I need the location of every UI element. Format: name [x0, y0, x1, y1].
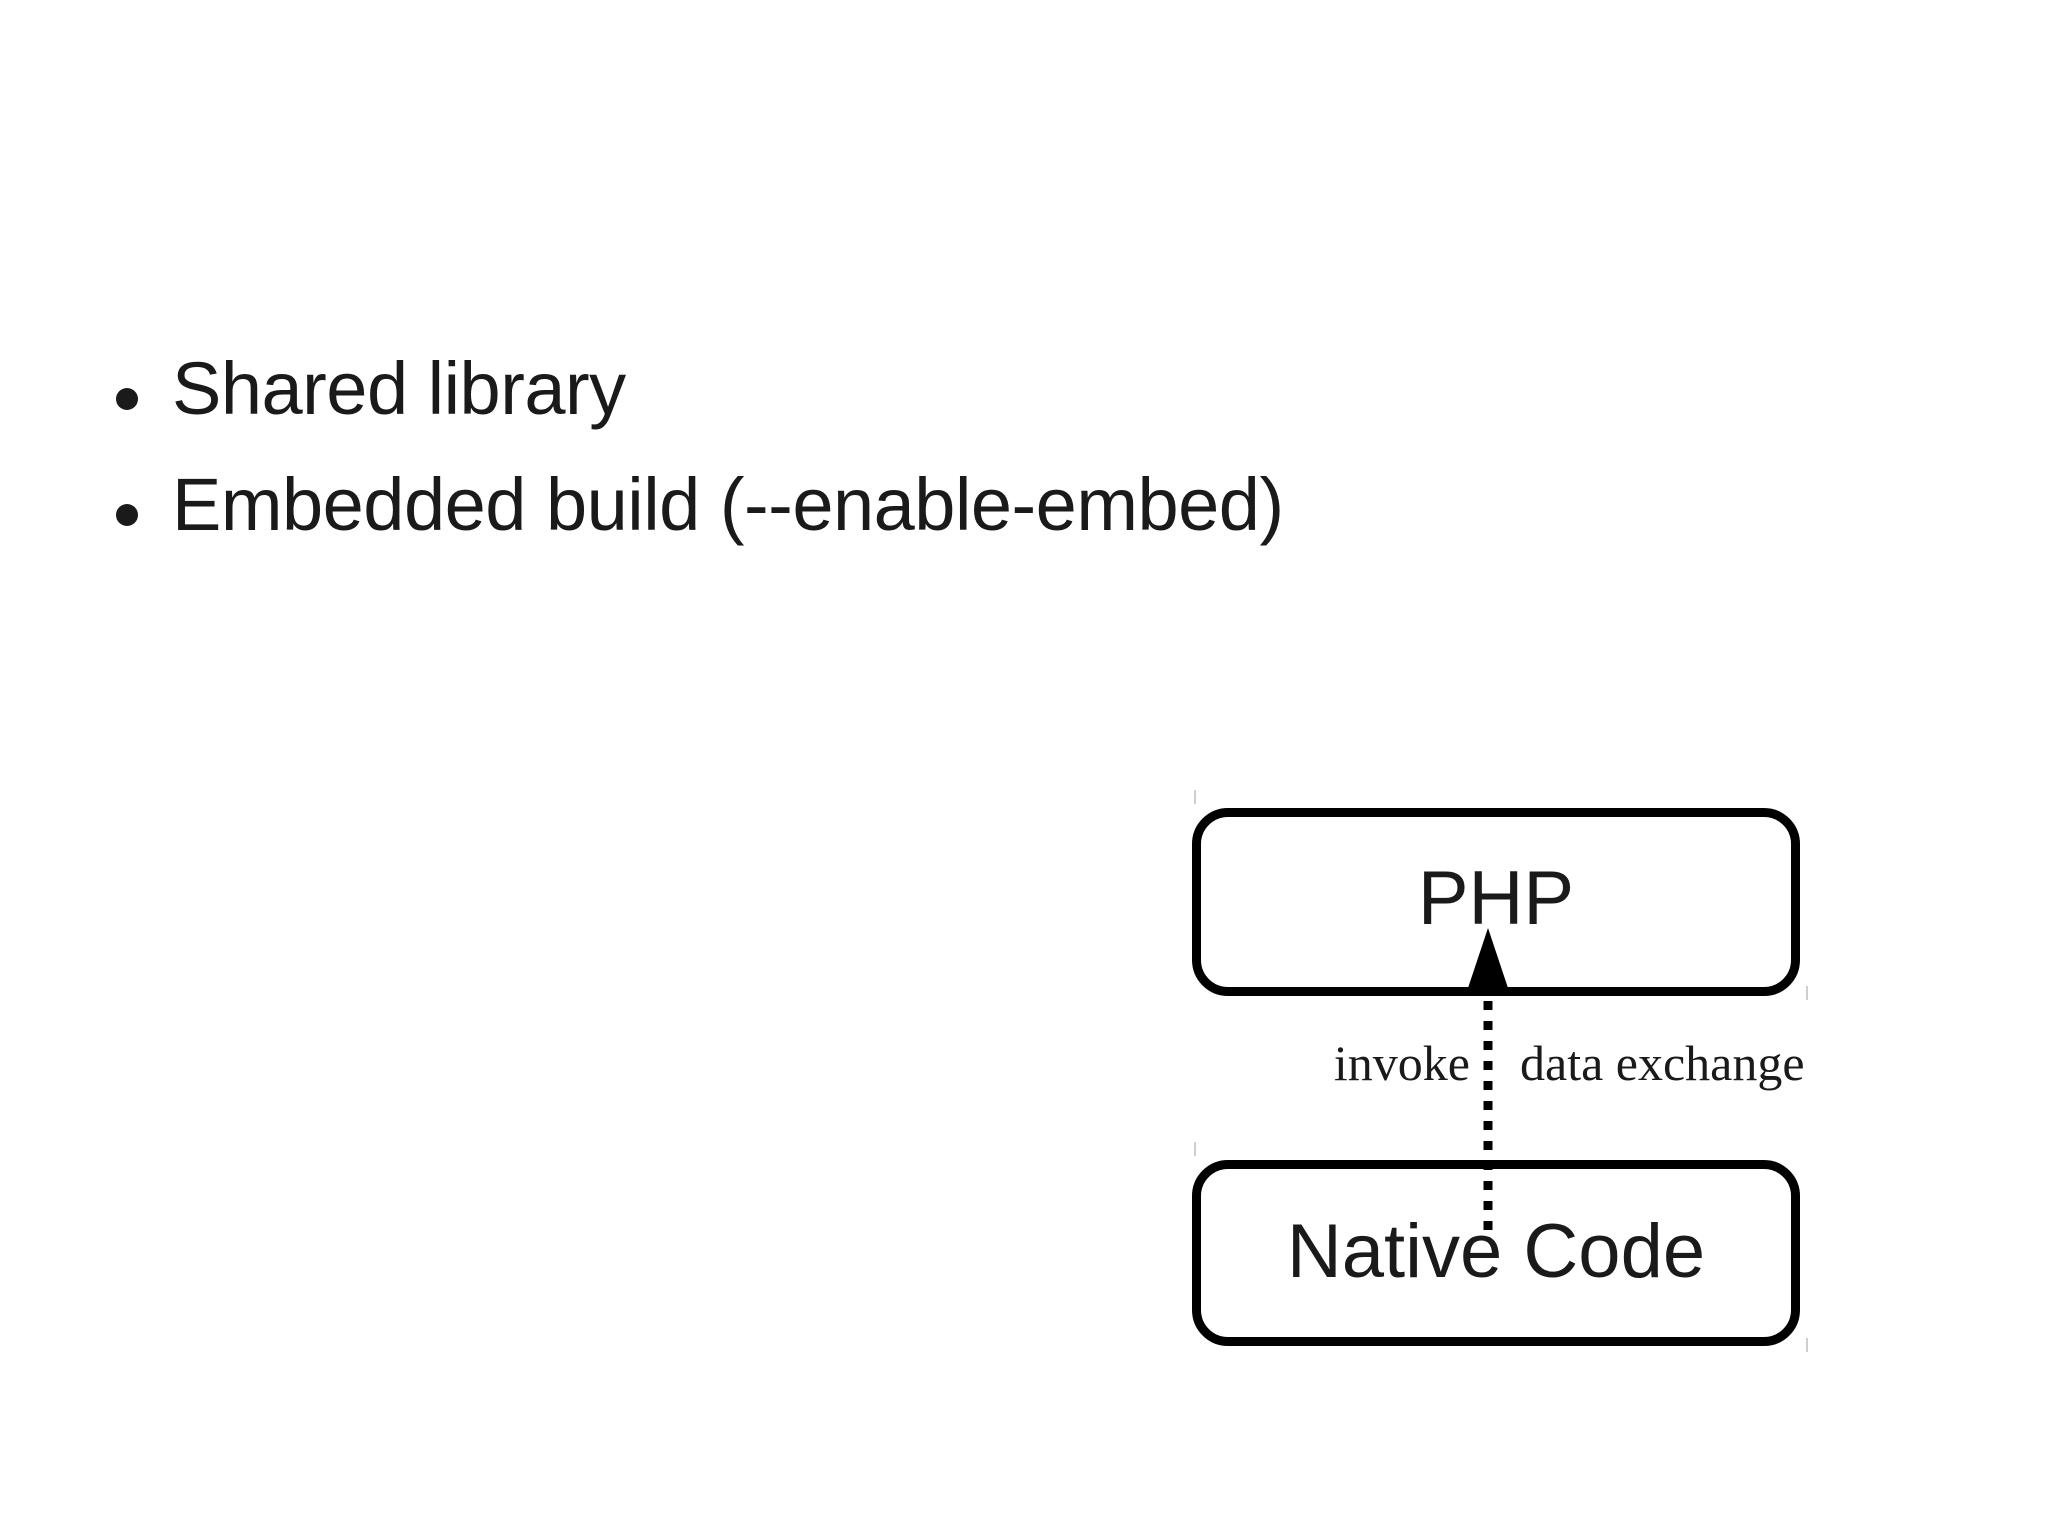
- registration-tick-icon: [1806, 986, 1808, 1000]
- embedding-diagram: PHP Native Code invoke data exchange: [1180, 790, 1820, 1370]
- edge-label-data-exchange: data exchange: [1520, 1035, 1805, 1091]
- diagram-node-php-label: PHP: [1417, 855, 1575, 941]
- diagram-node-php: PHP: [1192, 808, 1800, 996]
- edge-label-invoke: invoke: [1333, 1035, 1470, 1091]
- list-item: Embedded build (--enable-embed): [100, 468, 1600, 542]
- bullet-list: Shared library Embedded build (--enable-…: [100, 352, 1600, 584]
- bullet-item-label: Shared library: [172, 347, 626, 430]
- bullet-point-icon: [116, 388, 138, 410]
- registration-tick-icon: [1194, 1142, 1196, 1156]
- diagram-node-native-code: Native Code: [1192, 1160, 1800, 1346]
- list-item: Shared library: [100, 352, 1600, 426]
- registration-tick-icon: [1194, 790, 1196, 804]
- bullet-item-label: Embedded build (--enable-embed): [172, 463, 1284, 546]
- diagram-node-native-code-label: Native Code: [1286, 1208, 1706, 1294]
- bullet-point-icon: [116, 504, 138, 526]
- registration-tick-icon: [1806, 1338, 1808, 1352]
